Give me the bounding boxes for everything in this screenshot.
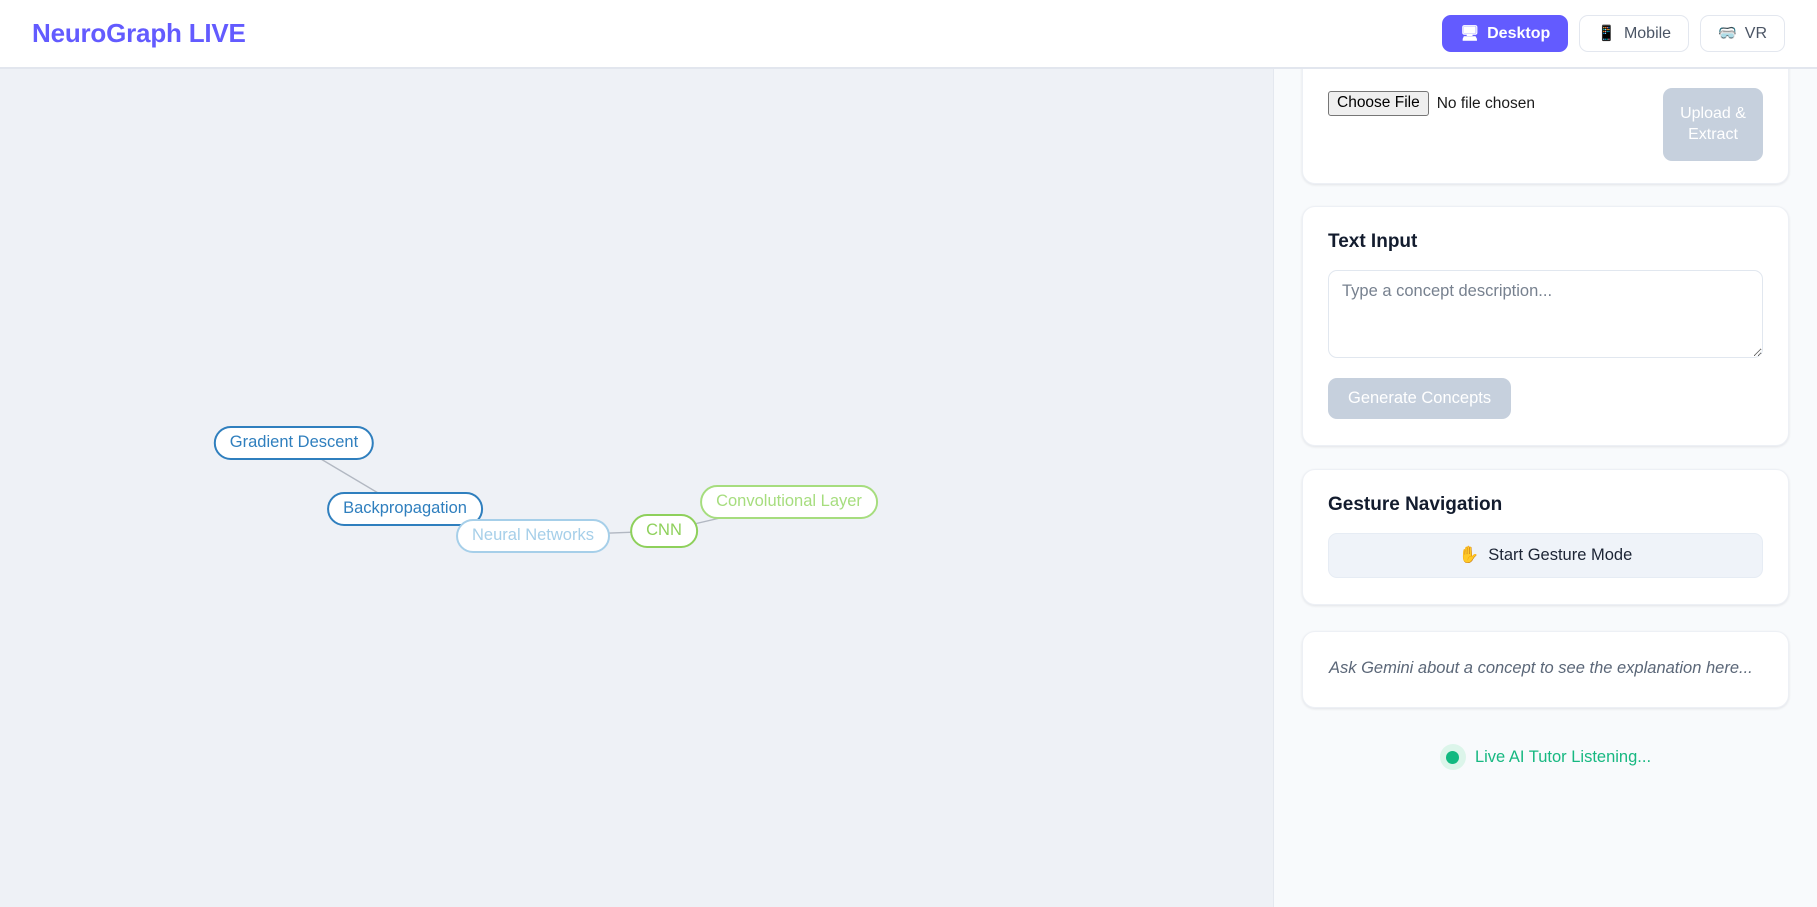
graph-node-convolutional-layer[interactable]: Convolutional Layer [700,485,878,519]
gesture-navigation-title: Gesture Navigation [1328,494,1503,515]
concept-description-input[interactable] [1328,270,1763,358]
start-gesture-mode-button[interactable]: ✋ Start Gesture Mode [1328,533,1763,578]
mobile-phone-icon: 📱 [1597,25,1616,42]
desktop-monitor-icon: 🖥 [1460,25,1480,42]
listening-indicator-icon [1439,744,1466,771]
mode-button-vr-label: VR [1744,24,1767,42]
gesture-navigation-panel: Gesture Navigation ✋ Start Gesture Mode [1302,469,1789,605]
choose-file-button[interactable]: Choose File [1328,91,1429,116]
mode-button-mobile-label: Mobile [1623,24,1672,42]
text-input-panel: Text Input Generate Concepts [1302,206,1789,446]
raised-hand-icon: ✋ [1458,546,1480,564]
graph-node-backpropagation[interactable]: Backpropagation [327,492,483,526]
graph-edges-layer [293,442,790,539]
app-header: NeuroGraph LIVE 🖥 Desktop 📱 Mobile 🥽 VR [0,0,1817,69]
explanation-placeholder-text: Ask Gemini about a concept to see the ex… [1329,659,1753,677]
status-badge: Live AI Tutor Listening... [1302,744,1789,771]
vr-goggles-icon: 🥽 [1718,25,1737,42]
file-picker-row: Choose File No file chosen [1328,88,1535,116]
mode-button-desktop-label: Desktop [1487,24,1551,42]
graph-node-cnn[interactable]: CNN [630,514,698,548]
upload-and-extract-button[interactable]: Upload & Extract [1663,88,1763,161]
control-sidebar: Choose File No file chosen Upload & Extr… [1274,69,1817,907]
status-badge-label: Live AI Tutor Listening... [1474,747,1652,766]
graph-node-gradient-descent[interactable]: Gradient Descent [213,426,375,460]
mode-button-vr[interactable]: 🥽 VR [1700,15,1785,52]
file-status-label: No file chosen [1436,94,1535,112]
text-input-title: Text Input [1328,231,1418,252]
start-gesture-mode-label: Start Gesture Mode [1488,546,1633,564]
generate-concepts-button[interactable]: Generate Concepts [1328,378,1512,419]
mode-button-mobile[interactable]: 📱 Mobile [1579,15,1690,52]
upload-panel: Choose File No file chosen Upload & Extr… [1302,69,1789,184]
explanation-panel: Ask Gemini about a concept to see the ex… [1302,631,1789,709]
graph-node-neural-networks[interactable]: Neural Networks [456,519,610,553]
view-mode-switch: 🖥 Desktop 📱 Mobile 🥽 VR [1442,15,1785,52]
mode-button-desktop[interactable]: 🖥 Desktop [1442,15,1569,52]
page-title: NeuroGraph LIVE [32,18,246,48]
listening-dot [1446,750,1460,764]
